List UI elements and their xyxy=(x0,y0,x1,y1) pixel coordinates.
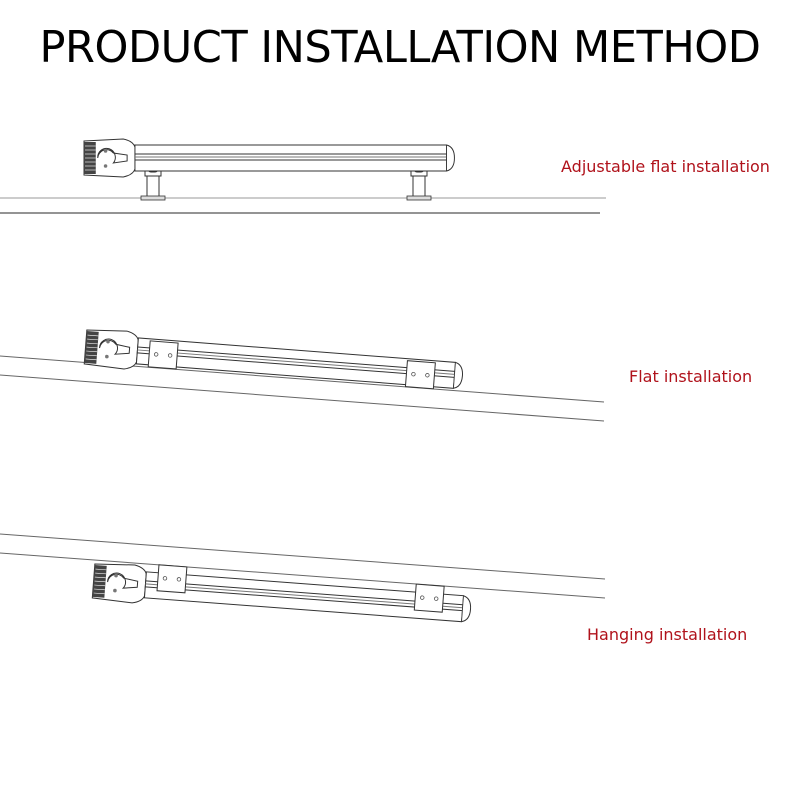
flat-installation-diagram xyxy=(0,327,605,422)
adjustable-flat-diagram xyxy=(0,138,606,214)
label-adjustable-flat-installation: Adjustable flat installation xyxy=(561,157,770,176)
label-hanging-installation: Hanging installation xyxy=(587,625,748,644)
hanging-installation-diagram xyxy=(0,533,606,629)
page-title: PRODUCT INSTALLATION METHOD xyxy=(39,22,761,73)
label-flat-installation: Flat installation xyxy=(629,367,753,386)
